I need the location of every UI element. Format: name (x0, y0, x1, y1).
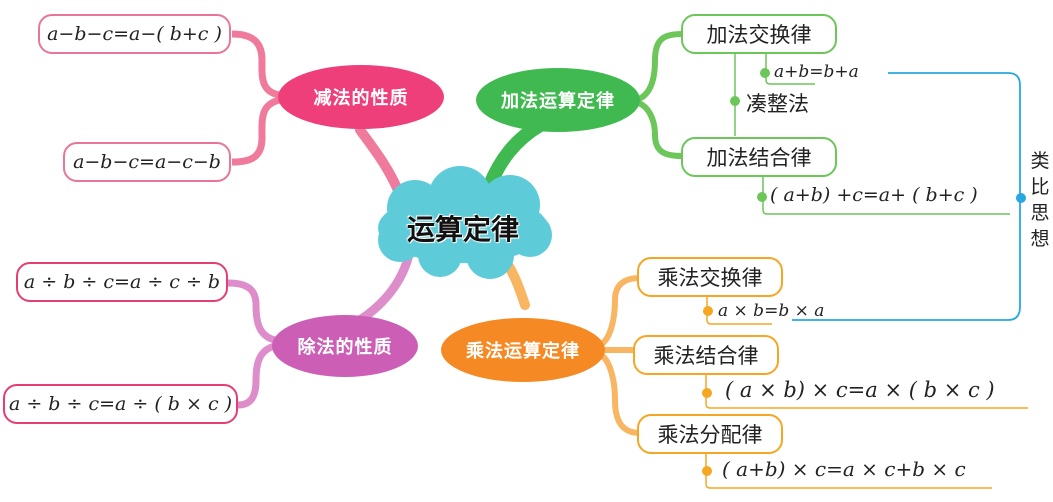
addition-laws-node: 加法运算定律 (476, 68, 640, 132)
division-rule-1: a ÷ b ÷ c=a ÷ c ÷ b (16, 262, 228, 302)
multiplication-distributive-formula: ( a+b) × c=a × c+b × c (722, 457, 966, 481)
analogy-char-3: 思 (1030, 202, 1050, 224)
multiplication-laws-node: 乘法运算定律 (441, 318, 605, 382)
addition-associative-law: 加法结合律 (681, 137, 837, 177)
division-properties-node: 除法的性质 (272, 315, 418, 377)
center-topic: 运算定律 (406, 212, 519, 246)
analogy-char-4: 想 (1030, 228, 1050, 250)
subtraction-properties-node: 减法的性质 (278, 65, 444, 129)
multiplication-associative-law: 乘法结合律 (633, 335, 779, 375)
analogy-char-1: 类 (1030, 150, 1050, 172)
multiplication-distributive-law: 乘法分配律 (637, 414, 783, 454)
subtraction-rule-1: a−b−c=a−( b+c ) (38, 14, 231, 54)
addition-commutative-law: 加法交换律 (681, 14, 837, 54)
multiplication-associative-formula: ( a × b) × c=a × ( b × c ) (725, 378, 995, 402)
multiplication-commutative-law: 乘法交换律 (637, 257, 783, 297)
analogy-char-2: 比 (1030, 176, 1050, 198)
rounding-method: 凑整法 (746, 92, 809, 116)
multiplication-commutative-formula: a × b=b × a (718, 301, 825, 321)
addition-commutative-formula: a+b=b+a (774, 62, 859, 82)
analogy-thinking-label: 类 比 思 想 (1028, 148, 1052, 252)
subtraction-rule-2: a−b−c=a−c−b (63, 142, 231, 182)
addition-associative-formula: ( a+b) +c=a+ ( b+c ) (770, 184, 978, 206)
division-rule-2: a ÷ b ÷ c=a ÷ ( b × c ) (3, 384, 238, 424)
